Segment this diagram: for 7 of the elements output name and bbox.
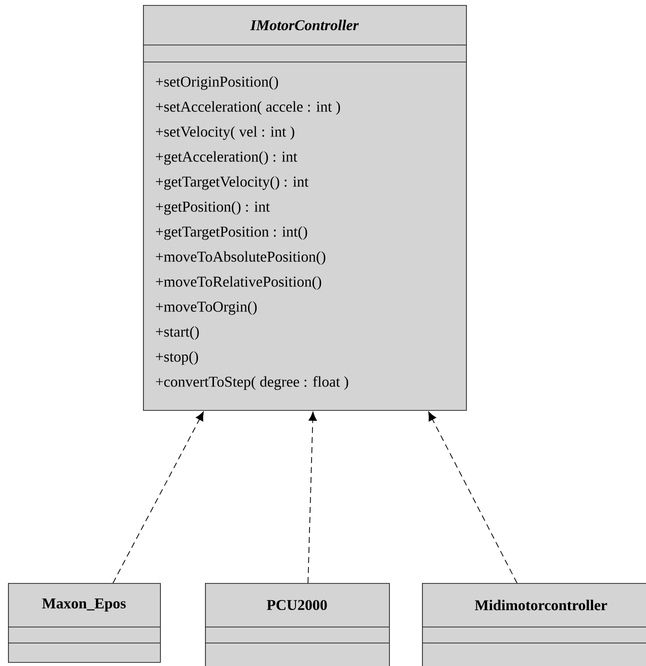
arrow: [112, 412, 204, 584]
class-box: PCU2000: [204, 583, 390, 666]
class-box: Maxon_Epos: [8, 583, 161, 663]
arrow: [308, 412, 317, 584]
class-box: IMotorController +setOriginPosition() +setAcceleration( accele : int ) +setVelocity( vel : int ) +getAcceleration() : int +getTargetVelocity() : int +getPosition() : int +getTargetPosition : int() +moveToAbsolutePosition() +moveToRelativePosition() +moveToOrgin() +start() +stop() +convertToStep( degree : float ): [142, 5, 467, 411]
arrow: [428, 412, 518, 584]
class-box: Midimotorcontroller: [422, 583, 646, 666]
